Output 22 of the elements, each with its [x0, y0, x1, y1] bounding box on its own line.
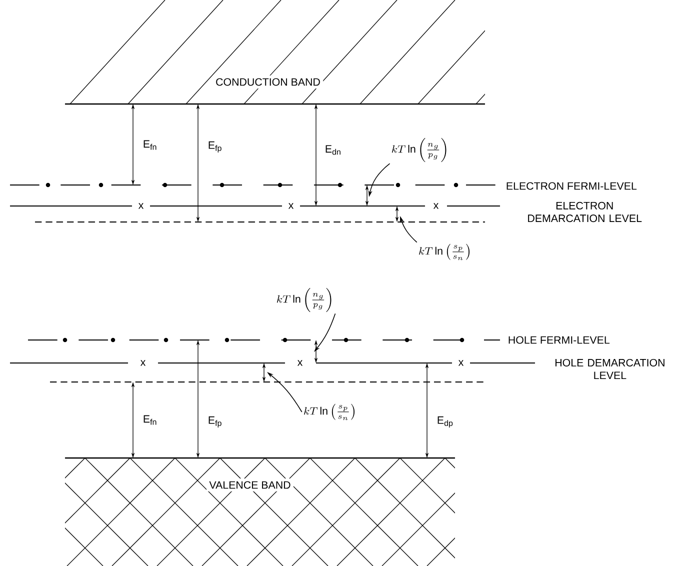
text-label: x [297, 360, 303, 366]
text-label: ELECTRON FERMI-LEVEL [506, 182, 637, 190]
text-label: HOLE FERMI-LEVEL [508, 336, 610, 344]
text-label: x [138, 203, 144, 209]
text-label: x [458, 360, 464, 366]
text-label: E$_{fn}$ [144, 140, 156, 150]
text-label: x [433, 203, 439, 209]
text-label: ELECTRON DEMARCATION LEVEL [528, 202, 642, 222]
formula-label: $kT\ln\left(\frac{s_p}{s_n}\right)$ [304, 404, 354, 420]
text-label: E$_{dn}$ [326, 145, 340, 155]
text-label: CONDUCTION BAND [212, 76, 324, 88]
formula-label: $kT\ln\left(\frac{n_g}{p_g}\right)$ [392, 138, 446, 162]
text-label: x [140, 360, 146, 366]
text-label: x [288, 203, 294, 209]
text-label: E$_{fp}$ [208, 416, 222, 428]
text-label: E$_{fp}$ [208, 141, 222, 153]
formula-label: $kT\ln\left(\frac{s_p}{s_n}\right)$ [419, 244, 470, 260]
text-label: HOLE DEMARCATION LEVEL [556, 358, 664, 380]
text-label: VALENCE BAND [206, 478, 294, 492]
text-label: E$_{fn}$ [144, 415, 156, 425]
formula-label: $kT\ln\left(\frac{n_g}{p_g}\right)$ [276, 288, 332, 312]
text-label: E$_{dp}$ [438, 416, 453, 428]
